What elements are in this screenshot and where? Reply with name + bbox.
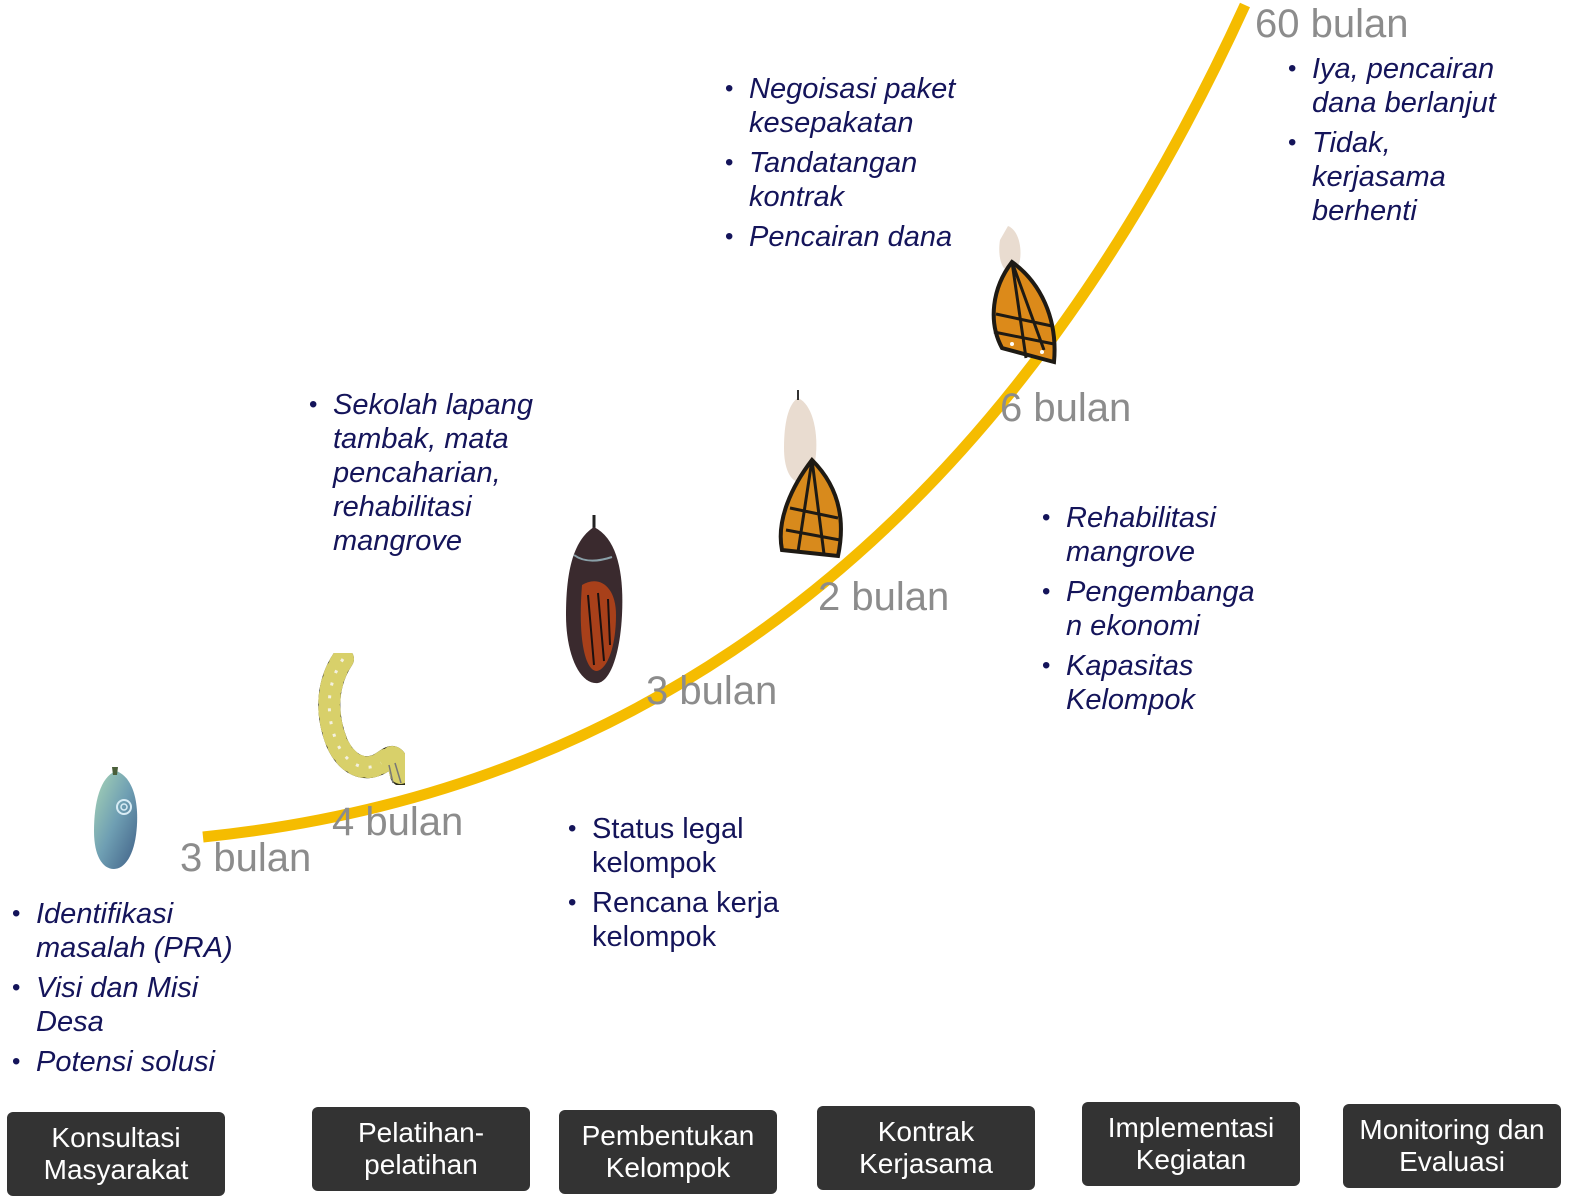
emerging-butterfly-icon [778, 390, 843, 559]
list-item: Potensi solusi [12, 1045, 266, 1079]
list-item: Pencairan dana [725, 220, 959, 254]
list-item: Negoisasi paket kesepakatan [725, 72, 959, 140]
duration-label-konsultasi: 3 bulan [180, 836, 312, 880]
list-item: Identifikasi masalah (PRA) [12, 897, 266, 965]
bullet-list-pelatihan: Sekolah lapang tambak, mata pencaharian,… [307, 388, 543, 564]
list-item: Rencana kerja kelompok [568, 886, 817, 954]
stage-label: Pembentukan Kelompok [581, 1120, 755, 1183]
stage-label: Implementasi Kegiatan [1107, 1112, 1275, 1175]
egg-icon [94, 767, 138, 869]
duration-label-monitoring: 60 bulan [1255, 2, 1409, 46]
list-item: Tidak, kerjasama berhenti [1288, 126, 1482, 228]
growth-curve-line [202, 2, 1251, 843]
stage-pelatihan: Pelatihan-pelatihan [312, 1107, 530, 1191]
duration-label-pelatihan: 4 bulan [332, 800, 464, 844]
chrysalis-icon [566, 515, 623, 684]
bullet-list-implementasi: Rehabilitasi mangrove Pengembangan ekono… [1040, 501, 1266, 723]
list-item: Visi dan Misi Desa [12, 971, 266, 1039]
stage-konsultasi-masyarakat: Konsultasi Masyarakat [7, 1112, 225, 1196]
list-item: Iya, pencairan dana berlanjut [1288, 52, 1547, 120]
butterfly-icon [991, 226, 1057, 365]
bullet-list-konsultasi: Identifikasi masalah (PRA) Visi dan Misi… [10, 897, 266, 1085]
list-item: Tandatangan kontrak [725, 146, 959, 214]
stage-label: Kontrak Kerjasama [859, 1116, 993, 1179]
duration-label-kontrak: 2 bulan [818, 575, 950, 619]
list-item: Status legal kelompok [568, 812, 817, 880]
list-item: Kapasitas Kelompok [1042, 649, 1266, 717]
list-item: Sekolah lapang tambak, mata pencaharian,… [309, 388, 543, 558]
bullet-list-kontrak: Negoisasi paket kesepakatan Tandatangan … [723, 72, 959, 260]
stage-implementasi-kegiatan: Implementasi Kegiatan [1082, 1102, 1300, 1186]
stage-label: Pelatihan-pelatihan [357, 1117, 485, 1180]
stage-kontrak-kerjasama: Kontrak Kerjasama [817, 1106, 1035, 1190]
list-item: Rehabilitasi mangrove [1042, 501, 1266, 569]
caterpillar-icon [318, 653, 405, 785]
stage-label: Monitoring dan Evaluasi [1359, 1114, 1545, 1177]
bullet-list-pembentukan: Status legal kelompok Rencana kerja kelo… [566, 812, 817, 960]
stage-monitoring-evaluasi: Monitoring dan Evaluasi [1343, 1104, 1561, 1188]
duration-label-pembentukan: 3 bulan [646, 669, 778, 713]
stage-pembentukan-kelompok: Pembentukan Kelompok [559, 1110, 777, 1194]
list-item: Pengembangan ekonomi [1042, 575, 1266, 643]
bullet-list-monitoring: Iya, pencairan dana berlanjut Tidak, ker… [1286, 52, 1547, 234]
duration-label-implementasi: 6 bulan [1000, 386, 1132, 430]
stage-label: Konsultasi Masyarakat [43, 1122, 189, 1185]
